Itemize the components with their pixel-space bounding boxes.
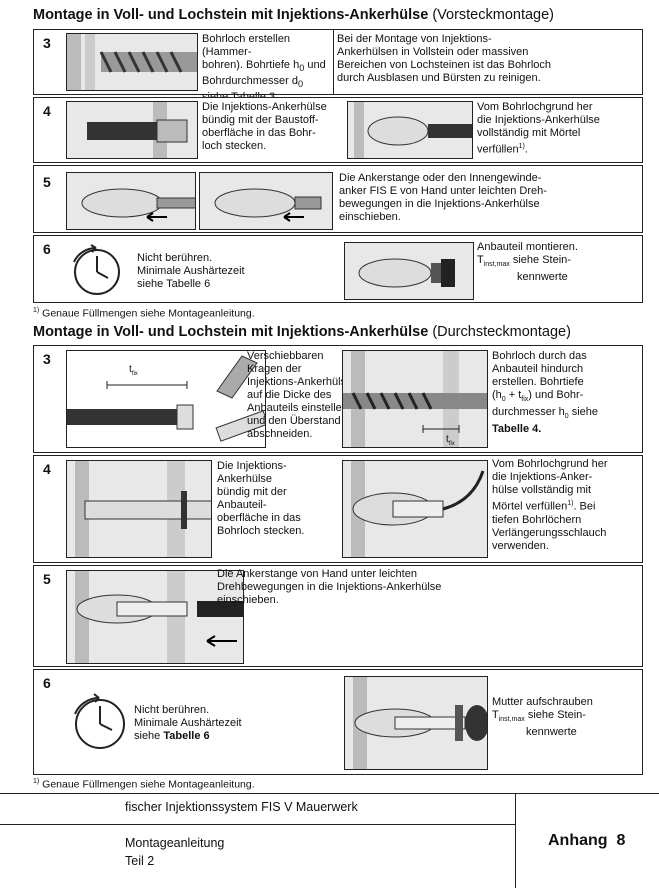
s1-step3-row: 3 Bohrloch erstellen (Hammer- bohren). B… bbox=[33, 29, 643, 103]
section1-title: Montage in Voll- und Lochstein mit Injek… bbox=[33, 7, 555, 23]
footer-doc-line2: Teil 2 bbox=[125, 854, 155, 868]
step-number: 6 bbox=[43, 675, 51, 691]
internal-thread-anchor-icon bbox=[200, 173, 332, 229]
sleeve-icon bbox=[67, 102, 197, 158]
s1-step4-text-a: Die Injektions-Ankerhülse bündig mit der… bbox=[202, 101, 327, 152]
through-drill-illustration bbox=[342, 350, 488, 448]
s2-step4-row: 4 Die Injektions- Ankerhülse bündig mit … bbox=[33, 455, 643, 563]
section2-title: Montage in Voll- und Lochstein mit Injek… bbox=[33, 324, 571, 340]
s2-step3-text-b: Bohrloch durch das Anbauteil hindurch er… bbox=[492, 350, 599, 436]
anchor-rod-icon bbox=[67, 173, 195, 229]
step-number: 3 bbox=[43, 35, 51, 51]
drill-bit-icon bbox=[67, 34, 197, 90]
anchor-rod-insert-icon bbox=[67, 571, 243, 663]
s2-step5-text: Die Ankerstange von Hand unter leichten … bbox=[217, 568, 442, 606]
mortar-fill-illustration-2 bbox=[342, 460, 488, 558]
s2-step3-row: 3 tfix Verschiebbaren Kragen der Injekti… bbox=[33, 345, 643, 453]
sleeve-flush-illustration bbox=[66, 460, 212, 558]
nut-mount-illustration bbox=[344, 676, 488, 770]
step-number: 6 bbox=[43, 241, 51, 257]
anchor-sleeve-illustration bbox=[66, 101, 198, 159]
clock-icon-2 bbox=[74, 693, 125, 749]
s1-step6-text-b: Anbauteil montieren. Tinst,max siehe Ste… bbox=[477, 241, 578, 284]
s1-step6-text-a: Nicht berühren. Minimale Aushärtezeit si… bbox=[137, 252, 245, 290]
nut-bolt-icon bbox=[345, 243, 473, 299]
tfix-label-1: tfix bbox=[129, 364, 138, 377]
s2-step6-row: 6 Nicht berühren. Minimale Aushärtezeit … bbox=[33, 669, 643, 775]
s2-step3-text-a: Verschiebbaren Kragen der Injektions-Ank… bbox=[247, 350, 353, 440]
sleeve-collar-icon bbox=[67, 461, 211, 557]
s1-footnote: 1) Genaue Füllmengen siehe Montageanleit… bbox=[33, 307, 255, 320]
collar-cut-illustration bbox=[66, 350, 266, 448]
mount-part-illustration bbox=[344, 242, 474, 300]
extension-hose-icon bbox=[343, 461, 487, 557]
s2-step5-row: 5 Die Ankerstange von Hand unter leichte… bbox=[33, 565, 643, 667]
s1-step6-row: 6 Nicht berühren. Minimale Aushärtezeit … bbox=[33, 235, 643, 303]
tfix-label-2: tfix bbox=[446, 434, 455, 447]
clock-icon bbox=[73, 244, 120, 295]
s1-step5-text: Die Ankerstange oder den Innengewinde- a… bbox=[339, 172, 547, 223]
mortar-fill-illustration bbox=[347, 101, 473, 159]
rod-insert-illustration-2 bbox=[199, 172, 333, 230]
s2-step4-text-a: Die Injektions- Ankerhülse bündig mit de… bbox=[217, 460, 305, 537]
step-number: 5 bbox=[43, 174, 51, 190]
s1-step4-row: 4 Die Injektions-Ankerhülse bündig mit d… bbox=[33, 97, 643, 163]
drill-illustration bbox=[66, 33, 198, 91]
s2-footnote: 1) Genaue Füllmengen siehe Montageanleit… bbox=[33, 778, 255, 791]
s1-step5-row: 5 Die Ankerstange oder den Innengewinde-… bbox=[33, 165, 643, 233]
rod-insert-illustration-3 bbox=[66, 570, 244, 664]
sleeve-cutter-icon bbox=[67, 355, 265, 442]
drill-through-icon bbox=[343, 351, 487, 447]
footer-annex: Anhang 8 bbox=[548, 832, 626, 849]
footer-frame bbox=[0, 793, 659, 888]
step-number: 3 bbox=[43, 351, 51, 367]
mortar-injector-icon bbox=[348, 102, 472, 158]
rod-insert-illustration-1 bbox=[66, 172, 196, 230]
footer-system: fischer Injektionssystem FIS V Mauerwerk bbox=[125, 800, 358, 814]
step-number: 5 bbox=[43, 571, 51, 587]
footer-divider-h bbox=[0, 824, 515, 825]
footer-divider-v bbox=[515, 793, 516, 888]
s2-step4-text-b: Vom Bohrlochgrund her die Injektions-Ank… bbox=[492, 458, 608, 552]
s2-step6-text-b: Mutter aufschrauben Tinst,max siehe Stei… bbox=[492, 696, 593, 739]
s1-step3-text-b: Bei der Montage von Injektions- Ankerhül… bbox=[333, 30, 638, 94]
s1-step3-text-a: Bohrloch erstellen (Hammer- bohren). Boh… bbox=[202, 33, 326, 103]
nut-washer-icon bbox=[345, 677, 487, 769]
step-number: 4 bbox=[43, 103, 51, 119]
s1-step4-text-b: Vom Bohrlochgrund her die Injektions-Ank… bbox=[477, 101, 600, 156]
step-number: 4 bbox=[43, 461, 51, 477]
footer-doc-line1: Montageanleitung bbox=[125, 836, 225, 850]
s2-step6-text-a: Nicht berühren. Minimale Aushärtezeit si… bbox=[134, 704, 242, 742]
